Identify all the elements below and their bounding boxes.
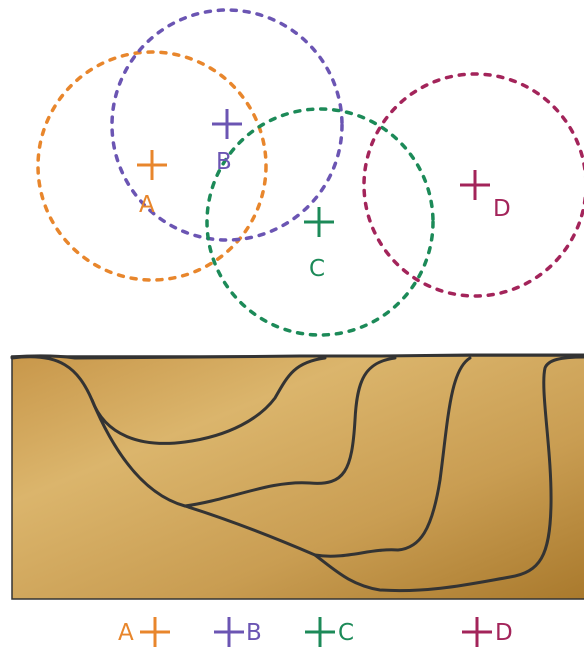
plus-cross-icon — [140, 617, 170, 647]
plus-cross-icon — [305, 617, 335, 647]
bottom-label-b: B — [246, 620, 262, 646]
plus-cross-icon — [460, 170, 490, 200]
circle-c — [205, 107, 435, 337]
bottom-label-d: D — [495, 620, 513, 646]
plus-cross-icon — [212, 109, 242, 139]
layered-block — [10, 353, 584, 600]
bottom-label-a: A — [118, 620, 134, 646]
circle-d — [362, 72, 584, 298]
circle-b — [110, 8, 344, 242]
plus-cross-icon — [304, 207, 334, 237]
circle-group — [36, 8, 584, 337]
top-label-b: B — [216, 149, 232, 175]
plus-cross-icon — [137, 150, 167, 180]
bottom-label-c: C — [338, 620, 354, 646]
boundary-line-c — [183, 356, 472, 558]
top-label-a: A — [139, 192, 155, 218]
boundary-line-a — [10, 355, 327, 445]
block-body — [12, 356, 584, 599]
circle-a — [36, 50, 268, 282]
plus-cross-icon — [214, 617, 244, 647]
top-label-d: D — [493, 196, 511, 222]
plus-cross-icon — [462, 617, 492, 647]
top-label-c: C — [309, 256, 325, 282]
boundary-line-d — [313, 355, 584, 593]
boundary-line-b — [90, 356, 397, 508]
